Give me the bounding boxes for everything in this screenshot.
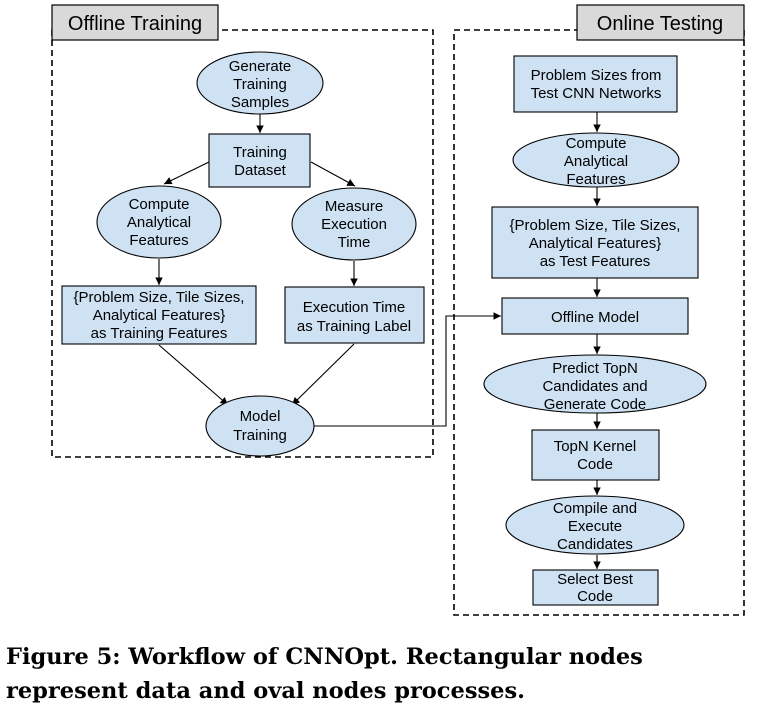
node-label-line: Samples	[231, 94, 289, 111]
node-label-line: Features	[129, 232, 188, 249]
svg-text:{Problem Size, Tile Sizes,Anal: {Problem Size, Tile Sizes,Analytical Fea…	[510, 217, 681, 270]
node-label-line: Problem Sizes from	[531, 67, 662, 84]
node-label-line: Analytical Features}	[93, 307, 226, 324]
node-label-line: Analytical	[564, 153, 628, 170]
edge-dataset-to-compute	[163, 161, 210, 185]
node-label-line: Compile and	[553, 500, 637, 517]
rect-offline-model: Offline Model	[501, 297, 689, 335]
node-label-line: Dataset	[234, 162, 287, 179]
node-label-line: Measure	[325, 198, 383, 215]
node-label-line: Time	[338, 234, 371, 251]
node-label-line: Generate	[229, 58, 292, 75]
node-label-line: Execution Time	[303, 299, 406, 316]
node-label-line: Code	[577, 456, 613, 473]
node-label-line: Execute	[568, 518, 622, 535]
edge-dataset-to-measure	[310, 161, 356, 187]
node-label-line: Compute	[566, 135, 627, 152]
node-label-line: as Training Features	[91, 325, 228, 342]
svg-text:{Problem Size, Tile Sizes,Anal: {Problem Size, Tile Sizes,Analytical Fea…	[74, 289, 245, 342]
node-label-line: as Test Features	[540, 253, 651, 270]
node-label-line: Offline Model	[551, 309, 639, 326]
node-label-line: {Problem Size, Tile Sizes,	[74, 289, 245, 306]
edges	[155, 112, 601, 569]
online-panel-title: Online Testing	[597, 13, 723, 35]
node-label-line: Model	[240, 408, 281, 425]
edge-model-to-offline-model	[313, 312, 501, 427]
offline-training-panel: Offline Training	[51, 4, 434, 458]
node-label-line: Predict TopN	[552, 360, 638, 377]
node-label-line: Select Best	[557, 571, 634, 588]
workflow-diagram: Offline Training Online Testing Generate…	[51, 4, 745, 616]
online-panel-title-box	[576, 4, 745, 41]
node-label-line: Execution	[321, 216, 387, 233]
offline-panel-border	[51, 29, 434, 458]
node-label-line: Code	[577, 588, 613, 605]
online-testing-panel: Online Testing	[453, 4, 745, 616]
node-label-line: Training	[233, 144, 287, 161]
edge-training-features-to-model	[158, 344, 229, 406]
offline-panel-title: Offline Training	[68, 13, 202, 35]
node-label-line: {Problem Size, Tile Sizes,	[510, 217, 681, 234]
node-label-line: Training	[233, 427, 287, 444]
node-label-line: Test CNN Networks	[531, 85, 662, 102]
figure-caption: Figure 5: Workflow of CNNOpt. Rectangula…	[6, 644, 643, 704]
rect-test-features: {Problem Size, Tile Sizes,Analytical Fea…	[491, 206, 699, 279]
node-label-line: Candidates and	[542, 378, 647, 395]
offline-panel-title-box	[51, 4, 219, 41]
edge-training-label-to-model	[291, 343, 355, 406]
node-label-line: TopN Kernel	[554, 438, 637, 455]
node-label-line: Candidates	[557, 536, 633, 553]
rect-training-label: Execution Time as Training Label	[284, 286, 425, 344]
svg-text:Offline Model: Offline Model	[551, 309, 639, 326]
rect-training-features: {Problem Size, Tile Sizes,Analytical Fea…	[61, 285, 257, 345]
node-label-line: Training	[233, 76, 287, 93]
node-label-line: Analytical	[127, 214, 191, 231]
node-label-line: Generate Code	[544, 396, 647, 413]
node-label-line: as Training Label	[297, 318, 411, 335]
node-label-line: Features	[566, 171, 625, 188]
node-label-line: Compute	[129, 196, 190, 213]
node-label-line: Analytical Features}	[529, 235, 662, 252]
